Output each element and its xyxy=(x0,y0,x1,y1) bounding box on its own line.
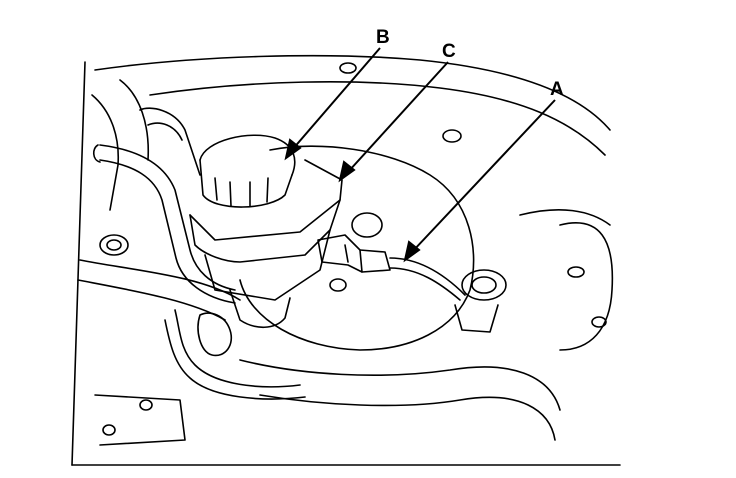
right-strut-tower xyxy=(559,222,614,351)
left-pipe-bend-2 xyxy=(147,122,183,141)
left-bracket-2 xyxy=(119,79,150,161)
reservoir-body xyxy=(189,159,343,241)
reservoir-cap-side xyxy=(199,159,293,208)
cowl-hole-2 xyxy=(442,129,462,143)
cowl-hole xyxy=(339,62,357,74)
cowl-panel xyxy=(94,54,611,131)
right-strut-hole xyxy=(567,266,585,278)
left-arm xyxy=(79,259,241,301)
lower-frame-member xyxy=(239,359,561,411)
brake-line xyxy=(174,309,301,388)
sensor-wire xyxy=(389,257,466,296)
master-cylinder-body xyxy=(204,229,331,301)
callout-c-leader xyxy=(347,61,449,173)
callout-a-leader xyxy=(411,99,556,253)
connector-detail xyxy=(344,244,363,273)
callout-c-arrowhead xyxy=(338,160,356,183)
reservoir-body-lower xyxy=(189,199,341,263)
sensor-wire-2 xyxy=(389,267,461,301)
reservoir-cap-ridges xyxy=(214,177,269,207)
frame-left-edge xyxy=(71,61,86,466)
lower-bracket-bolt-2 xyxy=(102,424,116,436)
reservoir-cap-top xyxy=(199,134,296,176)
left-bolt xyxy=(99,234,129,256)
callout-b-leader xyxy=(291,47,381,151)
brake-booster xyxy=(239,145,475,351)
brake-line-fitting xyxy=(197,312,232,357)
brake-line-2 xyxy=(164,319,306,400)
left-bolt-inner xyxy=(106,239,122,251)
left-hose-end xyxy=(92,144,101,163)
callout-b-label: B xyxy=(376,27,390,48)
right-panel-edge xyxy=(519,209,611,226)
fitting-bolt xyxy=(329,278,347,292)
callout-b-arrowhead xyxy=(284,138,302,161)
grommet-base xyxy=(454,304,499,333)
left-hose-outer xyxy=(99,159,236,304)
left-bracket xyxy=(91,94,120,211)
wire-grommet-inner xyxy=(471,276,497,294)
booster-hole xyxy=(351,212,383,238)
callout-a-arrowhead xyxy=(403,240,421,263)
lower-bracket-bolt xyxy=(139,399,153,411)
left-hose xyxy=(99,144,236,291)
wire-grommet xyxy=(461,269,507,301)
callout-c-label: C xyxy=(442,41,456,62)
callout-a-label: A xyxy=(550,79,564,100)
master-cylinder-lower xyxy=(229,289,291,329)
fluid-level-connector xyxy=(317,234,391,273)
right-strut-hole-2 xyxy=(591,316,607,328)
lower-frame-member-2 xyxy=(259,394,556,441)
left-pipe-bend xyxy=(139,107,201,176)
lower-bracket xyxy=(94,394,186,446)
